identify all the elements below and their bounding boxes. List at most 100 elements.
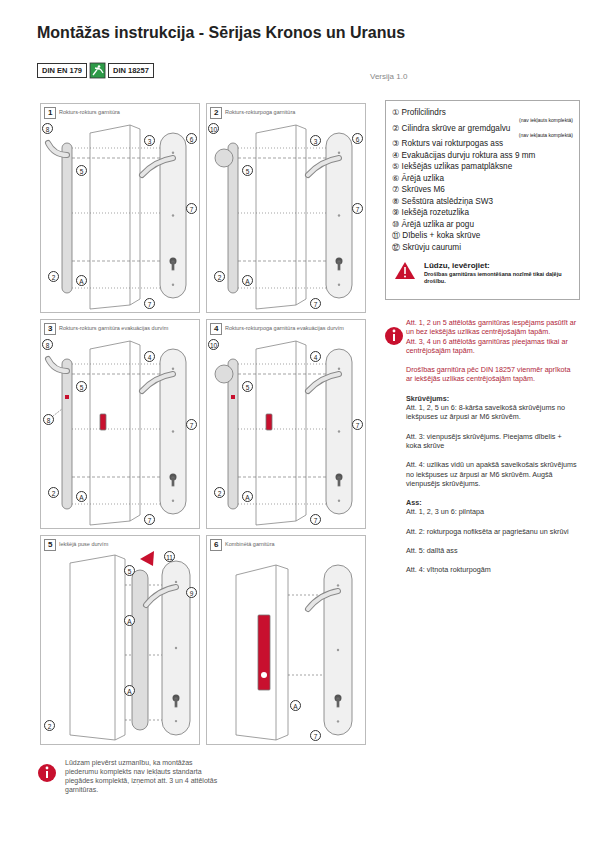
part-item: ⑪ Dībelis + koka skrūve xyxy=(392,230,573,242)
panic-lock-part xyxy=(100,414,106,430)
door-edge xyxy=(276,565,277,740)
cylinder-hole xyxy=(175,698,177,707)
figure-number: 6 xyxy=(210,539,222,551)
cylinder-hole xyxy=(338,477,340,486)
lever-handle-face xyxy=(142,158,173,175)
screw-hole xyxy=(172,500,174,502)
lock-cylinder xyxy=(261,672,267,678)
assembly-line xyxy=(288,675,326,676)
part-item: ⑫ Skrūvju caurumi xyxy=(392,242,573,254)
warning-text: Drošības garnitūras iemontēšana nozīmē t… xyxy=(392,271,573,285)
cylinder-hole xyxy=(338,261,340,270)
callout-number: 10 xyxy=(208,123,219,134)
screw-hole xyxy=(338,500,340,502)
figure-heading: Kombinētā garnitūra xyxy=(225,541,275,548)
badge-text: DIN 18257 xyxy=(113,66,149,75)
screw-hole xyxy=(172,430,174,432)
note-text: Att. 1, 2 un 5 attēlotās garnitūras iesp… xyxy=(406,318,578,337)
badge-text: DIN EN 179 xyxy=(42,66,82,75)
callout-number: A xyxy=(76,275,87,286)
lever-handle-face xyxy=(48,359,67,371)
door-leaf xyxy=(70,555,125,740)
lever-handle xyxy=(308,374,339,391)
figure-panel: 6Kombinētā garnitūra xyxy=(206,535,366,745)
info-icon-stem xyxy=(46,771,48,778)
lever-handle xyxy=(308,591,338,609)
callout-number: 2 xyxy=(214,487,225,498)
door-fitting-figure xyxy=(48,341,186,525)
page-title: Montāžas instrukcija - Sērijas Kronos un… xyxy=(37,24,405,42)
screw-hole xyxy=(338,368,340,370)
assembly-line xyxy=(72,261,160,262)
lever-handle xyxy=(142,374,173,391)
assembly-line xyxy=(238,477,326,478)
lever-handle xyxy=(146,587,176,605)
lever-handle-face xyxy=(146,587,176,605)
callout-number: 7 xyxy=(144,298,155,309)
callout-number: A xyxy=(242,275,253,286)
warning-mark xyxy=(404,276,406,278)
callout-number: 6 xyxy=(352,133,363,144)
callout-number: 5 xyxy=(76,165,87,176)
assembly-line xyxy=(238,504,326,505)
figure-number: 3 xyxy=(44,323,56,335)
lever-handle-face xyxy=(308,158,339,175)
assembly-line xyxy=(72,477,160,478)
note-text: Att. 1, 2, 5 un 6: 8-kārša savelkošā skr… xyxy=(406,403,578,422)
callout-number: 7 xyxy=(310,298,321,309)
assembly-line xyxy=(238,429,326,430)
info-icon-dot xyxy=(393,330,396,333)
door-knob xyxy=(215,149,233,167)
assembly-line xyxy=(72,374,160,375)
assembly-line xyxy=(72,429,160,430)
panic-lock-part xyxy=(266,414,272,430)
assembly-line xyxy=(238,374,326,375)
screw-hole xyxy=(338,214,340,216)
screw-hole xyxy=(172,214,174,216)
note-text: Att. 1, 2, 3 un 6: pilntapa xyxy=(406,507,578,516)
figure-panel: 1Rokturs-rokturs garnitūra xyxy=(40,103,200,313)
assembly-line xyxy=(72,158,160,159)
door-fitting-figure xyxy=(215,125,352,309)
screw-hole xyxy=(337,720,339,722)
part-item: ⑨ Iekšējā rozetuzlika xyxy=(392,207,573,219)
callout-number: 2 xyxy=(48,487,59,498)
door-leaf xyxy=(256,125,306,309)
screw-hole xyxy=(337,649,339,651)
part-item: ⑧ Sešstūra atslēdziņa SW3 xyxy=(392,196,573,208)
screw-hole xyxy=(172,152,174,154)
callout-number: 6 xyxy=(186,133,197,144)
inner-base-plate xyxy=(132,570,148,730)
note-text: Att. 2: rokturpoga nofiksēta ar pagrieša… xyxy=(406,527,578,536)
warning-text: Lūdzu, ievērojiet: xyxy=(392,261,573,271)
figure-number: 4 xyxy=(210,323,222,335)
note-text: Att. 3, 4 un 6 attēlotās garnitūras piee… xyxy=(406,337,578,356)
standard-badge: DIN 18257 xyxy=(108,63,154,78)
cylinder-hole xyxy=(172,261,174,270)
callout-number: 4 xyxy=(310,351,321,362)
door-edge xyxy=(130,125,131,305)
assembly-line xyxy=(72,364,160,365)
callout-number: 7 xyxy=(144,514,155,525)
assembly-line xyxy=(238,148,326,149)
figure-heading: Rokturs-rokturs garnitūra xyxy=(59,109,120,116)
figure-panel: 3Rokturs-rokturs garnitūra evakuācijas d… xyxy=(40,319,200,529)
notes-column: Att. 1, 2 un 5 attēlotās garnitūras iesp… xyxy=(406,318,578,575)
figure-heading: Rokturs-rokturpoga garnitūra evakuācijas… xyxy=(225,325,344,332)
callout-number: 7 xyxy=(310,730,321,741)
callout-number: 7 xyxy=(352,203,363,214)
callout-number: 4 xyxy=(144,351,155,362)
door-knob xyxy=(215,365,233,383)
screw-hole xyxy=(175,720,177,722)
figure-heading: Iekšējā puse durvīm xyxy=(59,541,108,548)
note-text: Att. 4: vītņota rokturpogām xyxy=(406,565,578,574)
door-leaf xyxy=(90,341,140,525)
door-edge xyxy=(130,341,131,521)
parts-list-box: ① Profilcilindrs(nav iekļauts komplektā)… xyxy=(385,100,580,300)
assembly-line xyxy=(238,364,326,365)
info-icon-stem xyxy=(393,334,395,341)
assembly-line xyxy=(72,213,160,214)
warning-triangle xyxy=(395,262,415,279)
assembly-line xyxy=(238,213,326,214)
standard-badge: DIN EN 179 xyxy=(37,63,87,78)
